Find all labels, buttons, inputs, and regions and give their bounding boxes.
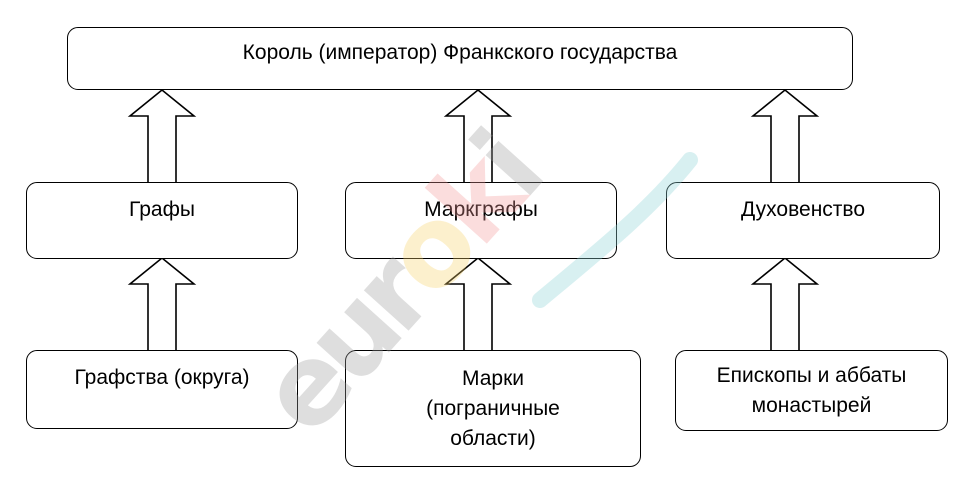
box-bishops: Епископы и аббаты монастырей [675,350,948,431]
box-clergy-label: Духовенство [740,198,866,221]
box-counts-label: Графы [129,198,195,221]
arrow-up-icon [750,256,820,353]
arrow-up-icon [127,88,197,185]
box-bishops-line1: Епископы и аббаты [716,363,907,387]
box-margraves-label: Маркграфы [424,198,538,221]
box-marches-line3: области) [450,426,536,450]
arrow-up-icon [443,88,513,185]
box-king-label: Король (император) Франкского государств… [242,41,678,64]
box-marches-line2: (пограничные [426,396,560,420]
box-counties-label: Графства (округа) [74,366,250,389]
arrow-up-icon [443,256,513,353]
box-marches: Марки (пограничные области) [345,350,641,467]
box-bishops-line2: монастырей [751,393,872,417]
box-margraves: Маркграфы [345,182,617,259]
box-counts: Графы [26,182,298,259]
arrow-up-icon [127,256,197,353]
arrow-up-icon [750,88,820,185]
box-counties: Графства (округа) [26,350,298,429]
box-king: Король (император) Франкского государств… [67,27,853,90]
box-clergy: Духовенство [666,182,940,259]
box-marches-line1: Марки [461,366,524,390]
